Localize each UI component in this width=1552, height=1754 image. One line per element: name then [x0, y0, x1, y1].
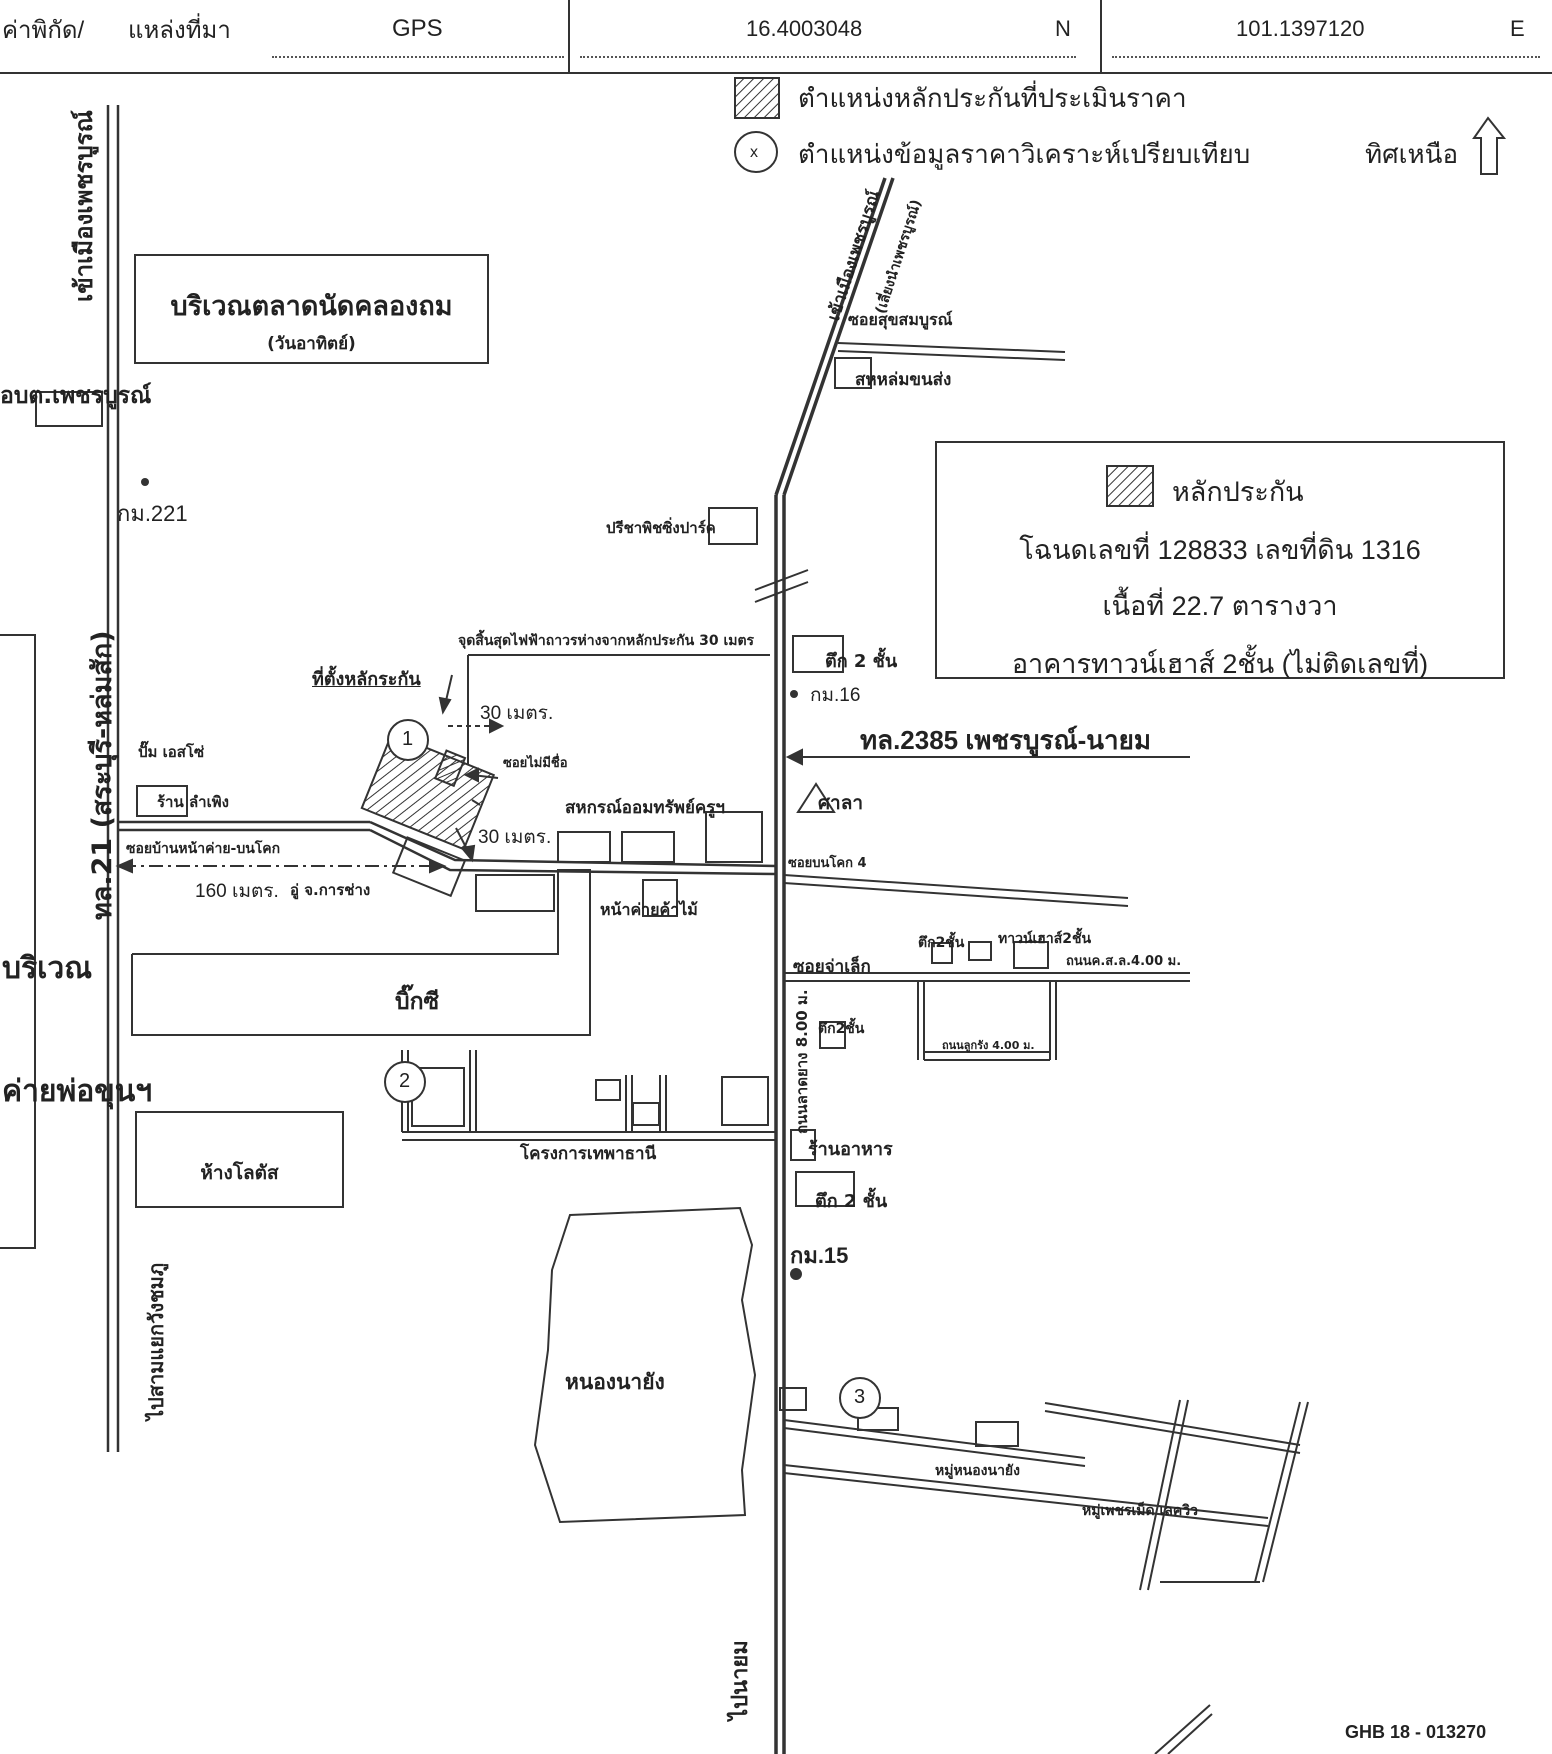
info-deed: โฉนดเลขที่ 128833 เลขที่ดิน 1316: [1019, 535, 1421, 565]
latitude-value: 16.4003048: [746, 16, 863, 41]
info-hatch-symbol: [1106, 465, 1154, 507]
timber-label: หน้าค่ายค้าไม้: [600, 900, 698, 919]
restaurant-label: ร้านอาหาร: [808, 1139, 893, 1160]
highway-2385: [754, 177, 895, 1754]
building-2-floor-b: ตึก2ชั้น: [918, 935, 965, 951]
soi-suksomboon-label: ซอยสุขสมบูรณ์: [848, 310, 953, 329]
info-area: เนื้อที่ 22.7 ตารางวา: [1102, 591, 1338, 621]
header-divider: [1100, 0, 1102, 72]
comparable-markers: [384, 719, 881, 1419]
reference-number: GHB 18 - 013270: [1345, 1722, 1487, 1742]
garage-label: อู่ จ.การช่าง: [290, 881, 371, 899]
pond-label: หนองนายัง: [565, 1370, 665, 1394]
market-label: บริเวณตลาดนัดคลองถม: [170, 291, 453, 322]
shop-lamphueng-label: ร้าน ลำเพิง: [157, 793, 229, 811]
legend-collateral-label: ตำแหน่งหลักประกันที่ประเมินราคา: [798, 83, 1187, 113]
garage-box: [391, 836, 467, 898]
lotus-box: [135, 1111, 344, 1208]
latitude-underline: [580, 56, 1076, 58]
legend-comparable-label: ตำแหน่งข้อมูลราคาวิเคราะห์เปรียบเทียบ: [798, 139, 1251, 169]
soi-camp-label: ซอยบ้านหน้าค่าย-บนโคก: [126, 841, 281, 857]
building-boxes: [35, 357, 1049, 1447]
collateral-block: [360, 732, 496, 851]
info-box: [935, 441, 1505, 679]
longitude-value: 101.1397120: [1236, 16, 1365, 41]
soi-no-name-label: ซอยไม่มีชื่อ: [503, 756, 568, 771]
distance-160-label: 160 เมตร.: [195, 881, 279, 902]
collateral-site-label: ที่ตั้งหลักระกัน: [312, 669, 421, 690]
distance-30b-label: 30 เมตร.: [478, 827, 552, 848]
source-underline: [272, 56, 564, 58]
soi-bonkhok-4: [783, 874, 1129, 907]
camp-outline: [0, 634, 36, 1249]
sala-triangle: [796, 782, 836, 813]
marker-2: 2: [399, 1070, 411, 1092]
wangchomphu-label: ไปสามแยกวังชมภู: [144, 1262, 168, 1420]
building-2-floor-d: ตึก 2 ชั้น: [815, 1191, 888, 1212]
thephathani-label: โครงการเทพาธานี: [520, 1144, 657, 1164]
distance-160-line: [115, 858, 447, 874]
hwy21-label: ทล.21 (สระบุรี-หล่มสัก): [87, 630, 118, 920]
marker-1: 1: [402, 728, 414, 750]
soi-suksomboon: [837, 342, 1066, 361]
building-2-floor-c: ตึก2ชั้น: [818, 1021, 865, 1037]
pole-note-label: จุดสิ้นสุดไฟฟ้าถาวรห่างจากหลักประกัน 30 …: [458, 633, 755, 649]
km-posts: [141, 478, 802, 1280]
info-title: หลักประกัน: [1172, 477, 1304, 507]
road-4m-label: ถนนค.ส.ล.4.00 ม.: [1066, 954, 1182, 969]
pump-label: ปั๊ม เอสโซ่: [138, 743, 205, 761]
transport-label: สหหล่มขนส่ง: [855, 370, 952, 390]
hwy2385-arrow: [785, 748, 1190, 766]
longitude-underline: [1112, 56, 1540, 58]
km221-label: กม.221: [117, 501, 188, 526]
soi-camp-road: [118, 820, 777, 876]
soi-jalek-roads: [784, 972, 1190, 1061]
km16-label: กม.16: [810, 685, 861, 706]
pond-outline: [533, 1206, 757, 1524]
legend-collateral-symbol: [734, 77, 780, 119]
soi-bonkhok-4-label: ซอยบนโคก 4: [788, 856, 867, 871]
coordinate-header: ค่าพิกัด/ แหล่งที่มา GPS 16.4003048 N 10…: [0, 0, 1552, 74]
sala-label: ศาลา: [818, 792, 864, 814]
market-sub-label: (วันอาทิตย์): [267, 334, 356, 354]
coop-label: สหกรณ์ออมทรัพย์ครูฯ: [565, 798, 725, 818]
source-label: แหล่งที่มา: [128, 16, 231, 44]
village-phet-label: หมู่เพชรเม็ด เลควิว: [1082, 1503, 1198, 1519]
camp-area-label: บริเวณ: [2, 951, 93, 986]
hwy2385-label: ทล.2385 เพชรบูรณ์-นายม: [860, 725, 1151, 755]
camp-name-label: ค่ายพ่อขุนฯ: [2, 1074, 153, 1109]
market-box: [134, 254, 489, 364]
highway-21: [106, 105, 120, 1452]
header-divider: [568, 0, 570, 72]
road-label-left-north: เข้าเมืองเพชรบูรณ์: [70, 110, 98, 302]
legend-comparable-symbol: [734, 131, 778, 173]
latitude-dir: N: [1055, 16, 1071, 41]
north-label: ทิศเหนือ: [1365, 139, 1459, 169]
info-building: อาคารทาวน์เฮาส์ 2ชั้น (ไม่ติดเลขที่): [1011, 649, 1429, 679]
village-roads: [783, 1399, 1309, 1591]
source-value: GPS: [392, 15, 443, 42]
lotus-label: ห้างโลตัส: [200, 1162, 279, 1184]
longitude-dir: E: [1510, 16, 1525, 41]
collateral-arrows: [438, 654, 770, 863]
bigc-label: บิ๊กซี: [395, 989, 440, 1015]
soi-jalek-label: ซอยจ่าเล็ก: [793, 957, 871, 977]
building-2-floor-a: ตึก 2 ชั้น: [825, 651, 898, 672]
bottom-road-arc: [1154, 1704, 1213, 1754]
to-nayom-label: ไปนายม: [728, 1640, 753, 1720]
km15-label: กม.15: [790, 1243, 849, 1268]
village-nongnayang-label: หมู่หนองนายัง: [935, 1463, 1020, 1479]
legend-comparable-symbol-text: x: [750, 144, 758, 161]
north-arrow: [1472, 116, 1507, 175]
road-gravel-label: ถนนลูกรัง 4.00 ม.: [942, 1039, 1035, 1052]
coord-label: ค่าพิกัด/: [2, 16, 85, 44]
sao-label: อบต.เพชรบูรณ์: [0, 383, 152, 409]
road-8m-label: ถนนลาดยาง 8.00 ม.: [793, 989, 811, 1134]
bigc-outline: [131, 869, 591, 1036]
distance-30a-label: 30 เมตร.: [480, 703, 554, 724]
townhouse-2-floor-label: ทาวน์เฮาส์2ชั้น: [998, 931, 1092, 947]
marker-3: 3: [854, 1386, 866, 1408]
pricha-park-label: ปรีชาพิชซิ่งปาร์ค: [606, 519, 716, 537]
